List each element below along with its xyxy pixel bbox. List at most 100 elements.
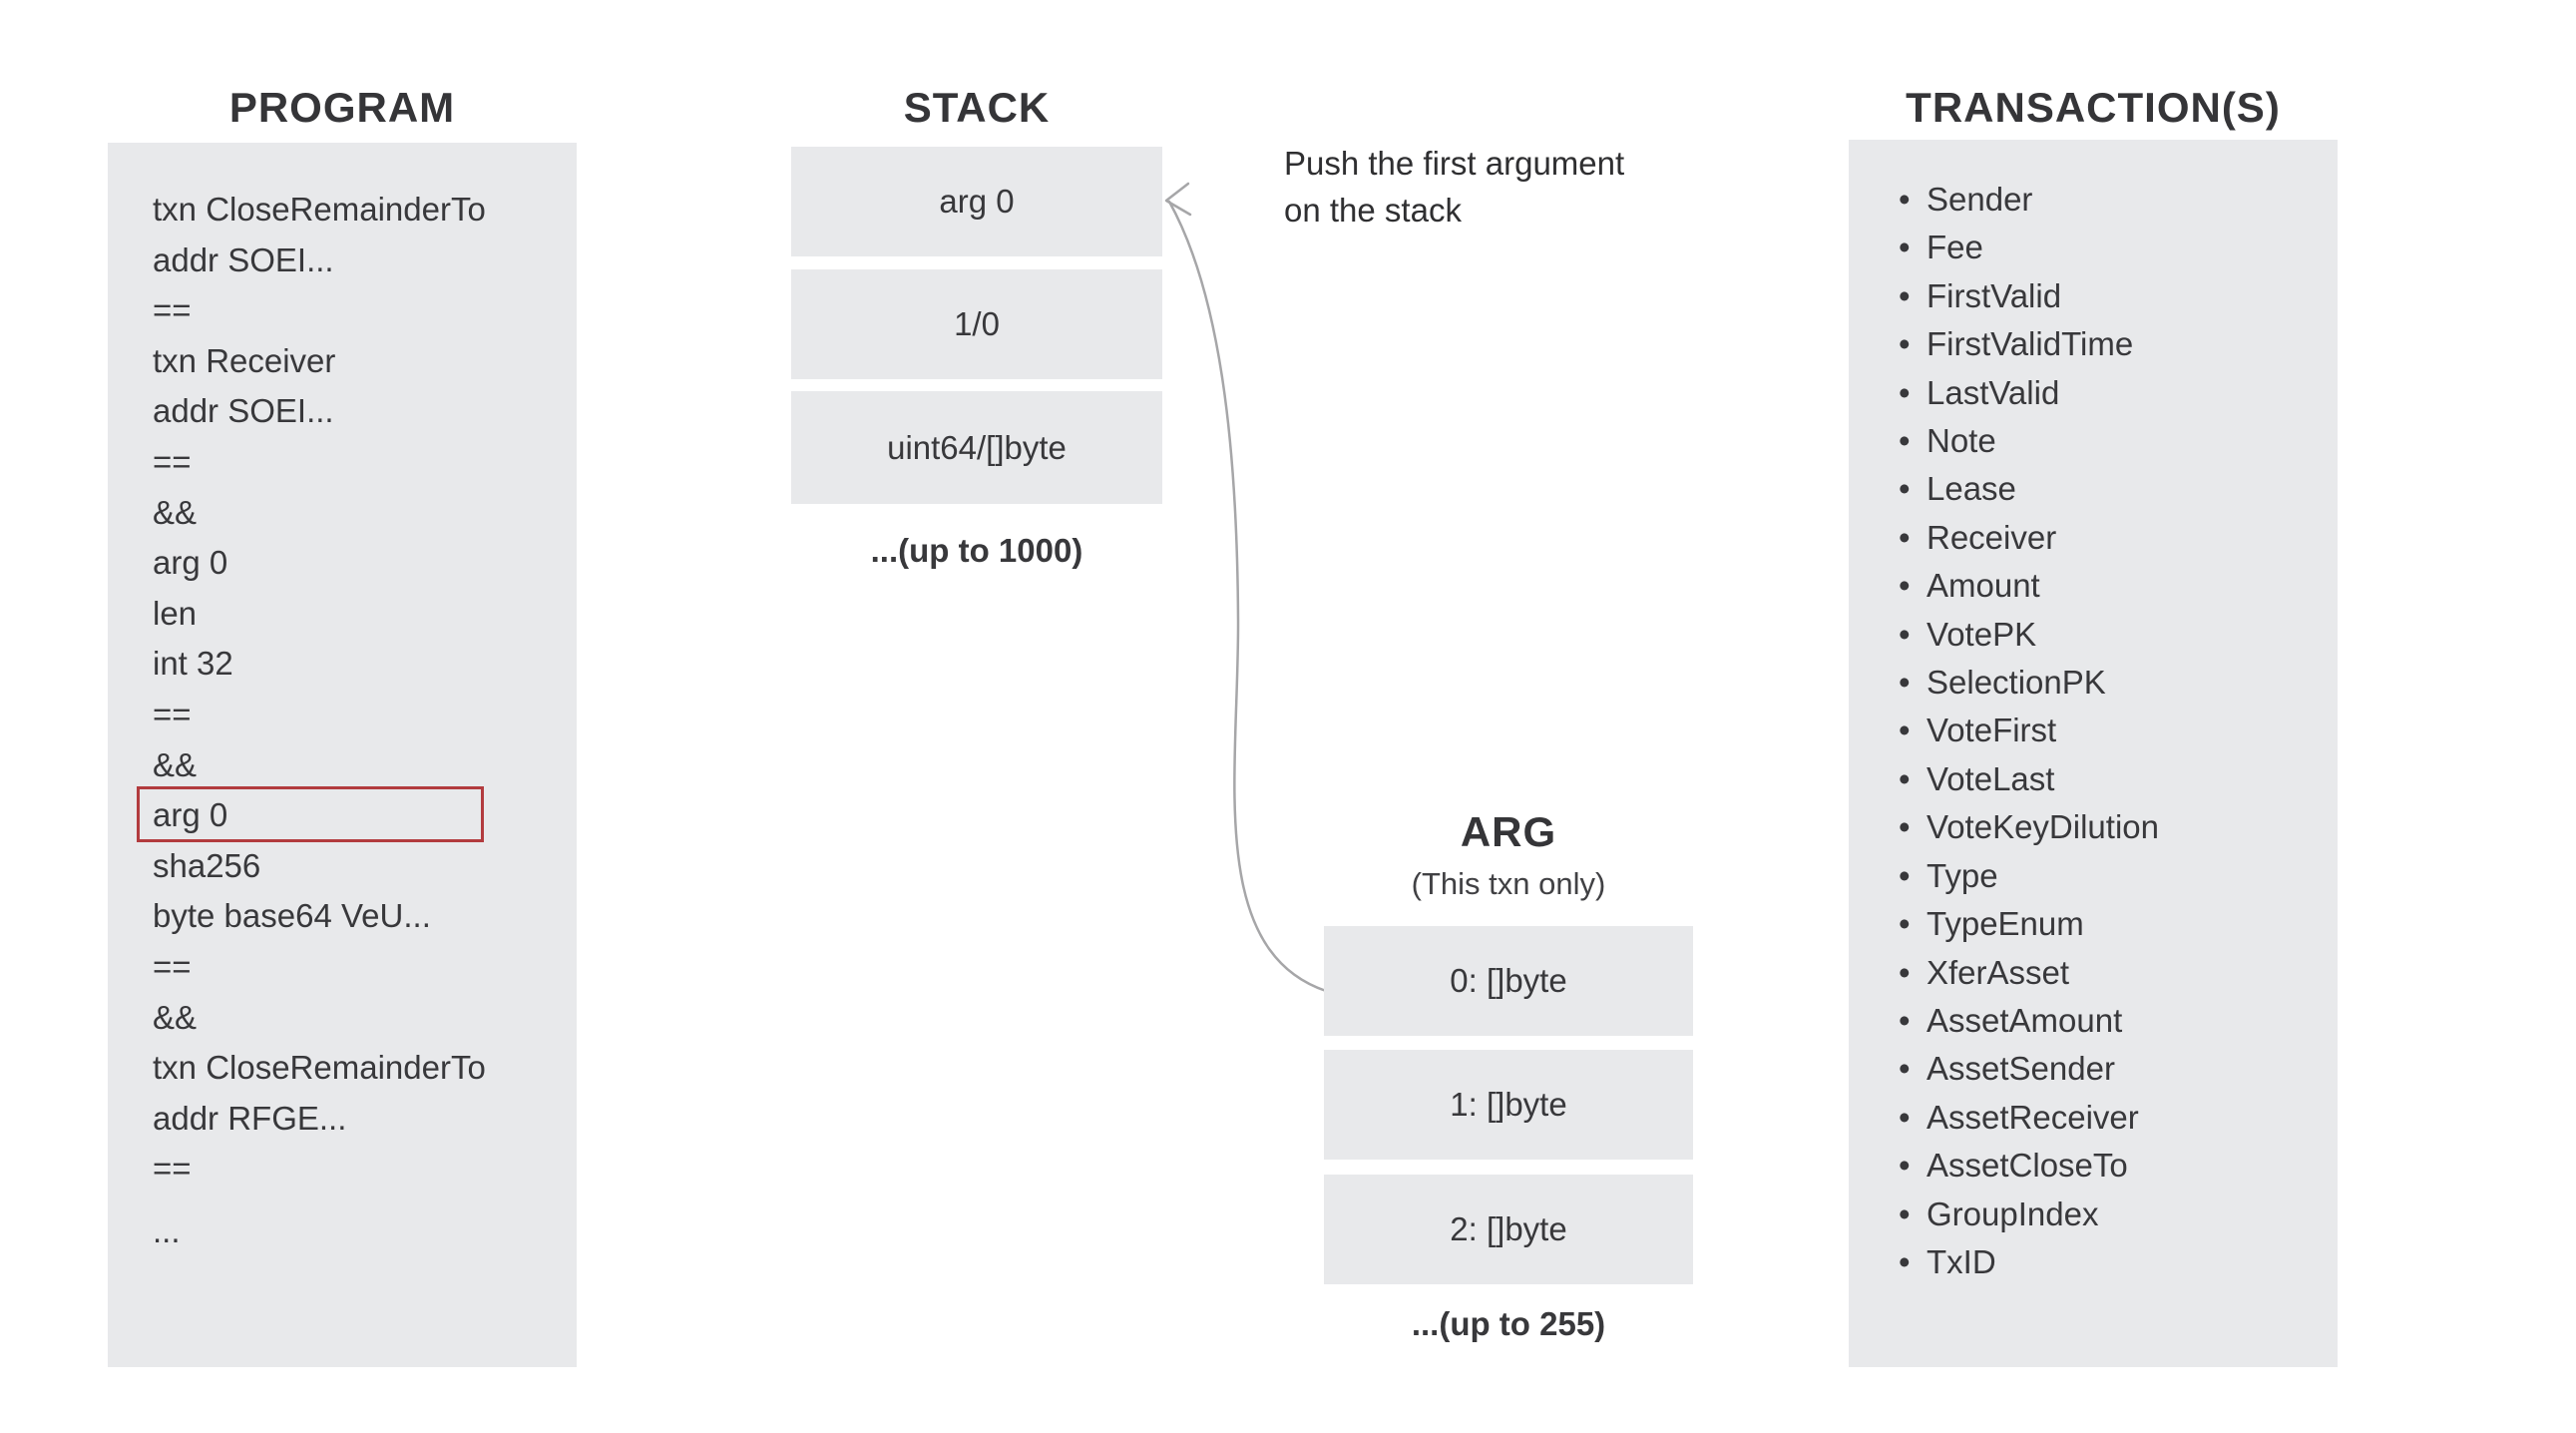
bullet-icon: •	[1899, 181, 1911, 218]
transaction-field-label: Type	[1927, 856, 1998, 894]
program-opcode-line: txn CloseRemainderTo	[153, 185, 577, 236]
program-opcode-line: &&	[153, 740, 577, 791]
transaction-field-label: VoteFirst	[1927, 712, 2057, 749]
transaction-field: •AssetAmount	[1899, 997, 2338, 1045]
transaction-field: • FirstValid	[1899, 272, 2338, 320]
transaction-field: •GroupIndex	[1899, 1191, 2338, 1238]
program-opcode-line: byte base64 VeU...	[153, 891, 577, 942]
bullet-icon: •	[1899, 712, 1911, 749]
bullet-icon: •	[1899, 1001, 1911, 1039]
bullet-icon: •	[1899, 664, 1911, 702]
program-opcode-text: ==	[153, 291, 192, 329]
arg-slot-label: 2: []byte	[1450, 1210, 1567, 1247]
program-opcode-line: ==	[153, 690, 577, 740]
program-opcode-text: &&	[153, 998, 198, 1036]
transaction-field: •XferAsset	[1899, 949, 2338, 997]
transaction-field-label: Sender	[1927, 181, 2033, 218]
transaction-field-label: VoteKeyDilution	[1927, 808, 2159, 846]
transaction-field: • Type	[1899, 852, 2338, 900]
bullet-icon: •	[1899, 422, 1911, 460]
arg-slot: 0: []byte	[1324, 926, 1693, 1036]
program-opcode-line: addr SOEI...	[153, 236, 577, 286]
program-opcode-text: txn CloseRemainderTo	[153, 191, 486, 228]
program-opcode-text: ==	[153, 1150, 192, 1188]
transaction-field: • LastValid	[1899, 369, 2338, 417]
program-opcode-text: txn CloseRemainderTo	[153, 1049, 486, 1087]
transaction-field: •SelectionPK	[1899, 659, 2338, 707]
arg-slot-label: 1: []byte	[1450, 1086, 1567, 1123]
transaction-field-label: FirstValid	[1927, 276, 2062, 314]
transaction-field-label: AssetCloseTo	[1927, 1147, 2128, 1185]
transaction-field-label: VoteLast	[1927, 759, 2055, 797]
program-opcode-text: addr SOEI...	[153, 240, 334, 278]
bullet-icon: •	[1899, 1098, 1911, 1136]
stack-slot-label: uint64/[]byte	[887, 428, 1067, 466]
push-arrow-curve	[1167, 200, 1328, 993]
transaction-field: •VotePK	[1899, 611, 2338, 659]
program-opcode-text: ...	[153, 1211, 181, 1249]
program-opcode-line: arg 0	[153, 538, 577, 589]
program-opcode-text: ==	[153, 442, 192, 480]
stack-slot-label: 1/0	[954, 305, 1000, 342]
arg-slot: 1: []byte	[1324, 1050, 1693, 1160]
transaction-field: • VoteFirst	[1899, 707, 2338, 754]
transaction-field: •AssetReceiver	[1899, 1094, 2338, 1142]
program-opcode-text: arg 0	[136, 786, 485, 842]
program-opcode-line: sha256	[153, 841, 577, 892]
program-opcode-line: txn Receiver	[153, 336, 577, 387]
stack-slot-label: arg 0	[939, 183, 1015, 220]
transaction-field-label: AssetSender	[1927, 1050, 2115, 1088]
transaction-field-label: VotePK	[1927, 615, 2037, 653]
transaction-field: • AssetCloseTo	[1899, 1142, 2338, 1190]
transaction-field-label: TxID	[1927, 1242, 1996, 1280]
transaction-field-label: LastValid	[1927, 373, 2060, 411]
transaction-field-label: FirstValidTime	[1927, 325, 2134, 363]
transaction-field-label: GroupIndex	[1927, 1194, 2099, 1232]
transaction-field: • TypeEnum	[1899, 900, 2338, 948]
bullet-icon: •	[1899, 373, 1911, 411]
program-opcode-line: ...	[153, 1206, 577, 1257]
program-opcode-text: int 32	[153, 645, 233, 683]
bullet-icon: •	[1899, 325, 1911, 363]
bullet-icon: •	[1899, 470, 1911, 508]
transaction-field-label: TypeEnum	[1927, 905, 2084, 943]
bullet-icon: •	[1899, 759, 1911, 797]
transaction-field-label: Amount	[1927, 567, 2040, 605]
program-opcode-line: len	[153, 589, 577, 640]
transaction-field-label: Receiver	[1927, 518, 2057, 556]
program-opcode-line: arg 0	[136, 786, 577, 842]
transaction-field: •TxID	[1899, 1238, 2338, 1286]
bullet-icon: •	[1899, 905, 1911, 943]
push-annotation: Push the first argument on the stack	[1284, 140, 1624, 234]
program-opcode-text: &&	[153, 493, 198, 531]
transaction-field-label: Fee	[1927, 229, 1983, 266]
bullet-icon: •	[1899, 567, 1911, 605]
bullet-icon: •	[1899, 276, 1911, 314]
transactions-box: •Sender •Fee •FirstValid •FirstValidTime…	[1849, 140, 2338, 1367]
stack-slot: 1/0	[791, 269, 1162, 379]
program-box: txn CloseRemainderTo addr SOEI... == txn…	[108, 143, 577, 1367]
program-opcode-text: addr SOEI...	[153, 392, 334, 430]
program-opcode-text: &&	[153, 745, 198, 783]
transaction-field: • VoteLast	[1899, 755, 2338, 803]
program-opcode-line: int 32	[153, 639, 577, 690]
stack-slot: uint64/[]byte	[791, 391, 1162, 504]
bullet-icon: •	[1899, 856, 1911, 894]
program-opcode-line: txn CloseRemainderTo	[153, 1043, 577, 1094]
bullet-icon: •	[1899, 1147, 1911, 1185]
arg-slot-label: 0: []byte	[1450, 962, 1567, 999]
program-opcode-line: ==	[153, 942, 577, 993]
arg-slot: 2: []byte	[1324, 1175, 1693, 1284]
transaction-field: •Fee	[1899, 224, 2338, 271]
program-opcode-text: len	[153, 594, 198, 632]
arg-more-label: ...(up to 255)	[1411, 1305, 1606, 1342]
program-title: PROGRAM	[228, 84, 456, 131]
program-opcode-text: byte base64 VeU...	[153, 897, 431, 935]
push-annotation-line1: Push the first argument	[1284, 145, 1625, 182]
transaction-field: •Receiver	[1899, 514, 2338, 562]
bullet-icon: •	[1899, 1050, 1911, 1088]
bullet-icon: •	[1899, 953, 1911, 991]
program-opcode-text: ==	[153, 695, 192, 732]
program-opcode-text: arg 0	[153, 544, 228, 582]
